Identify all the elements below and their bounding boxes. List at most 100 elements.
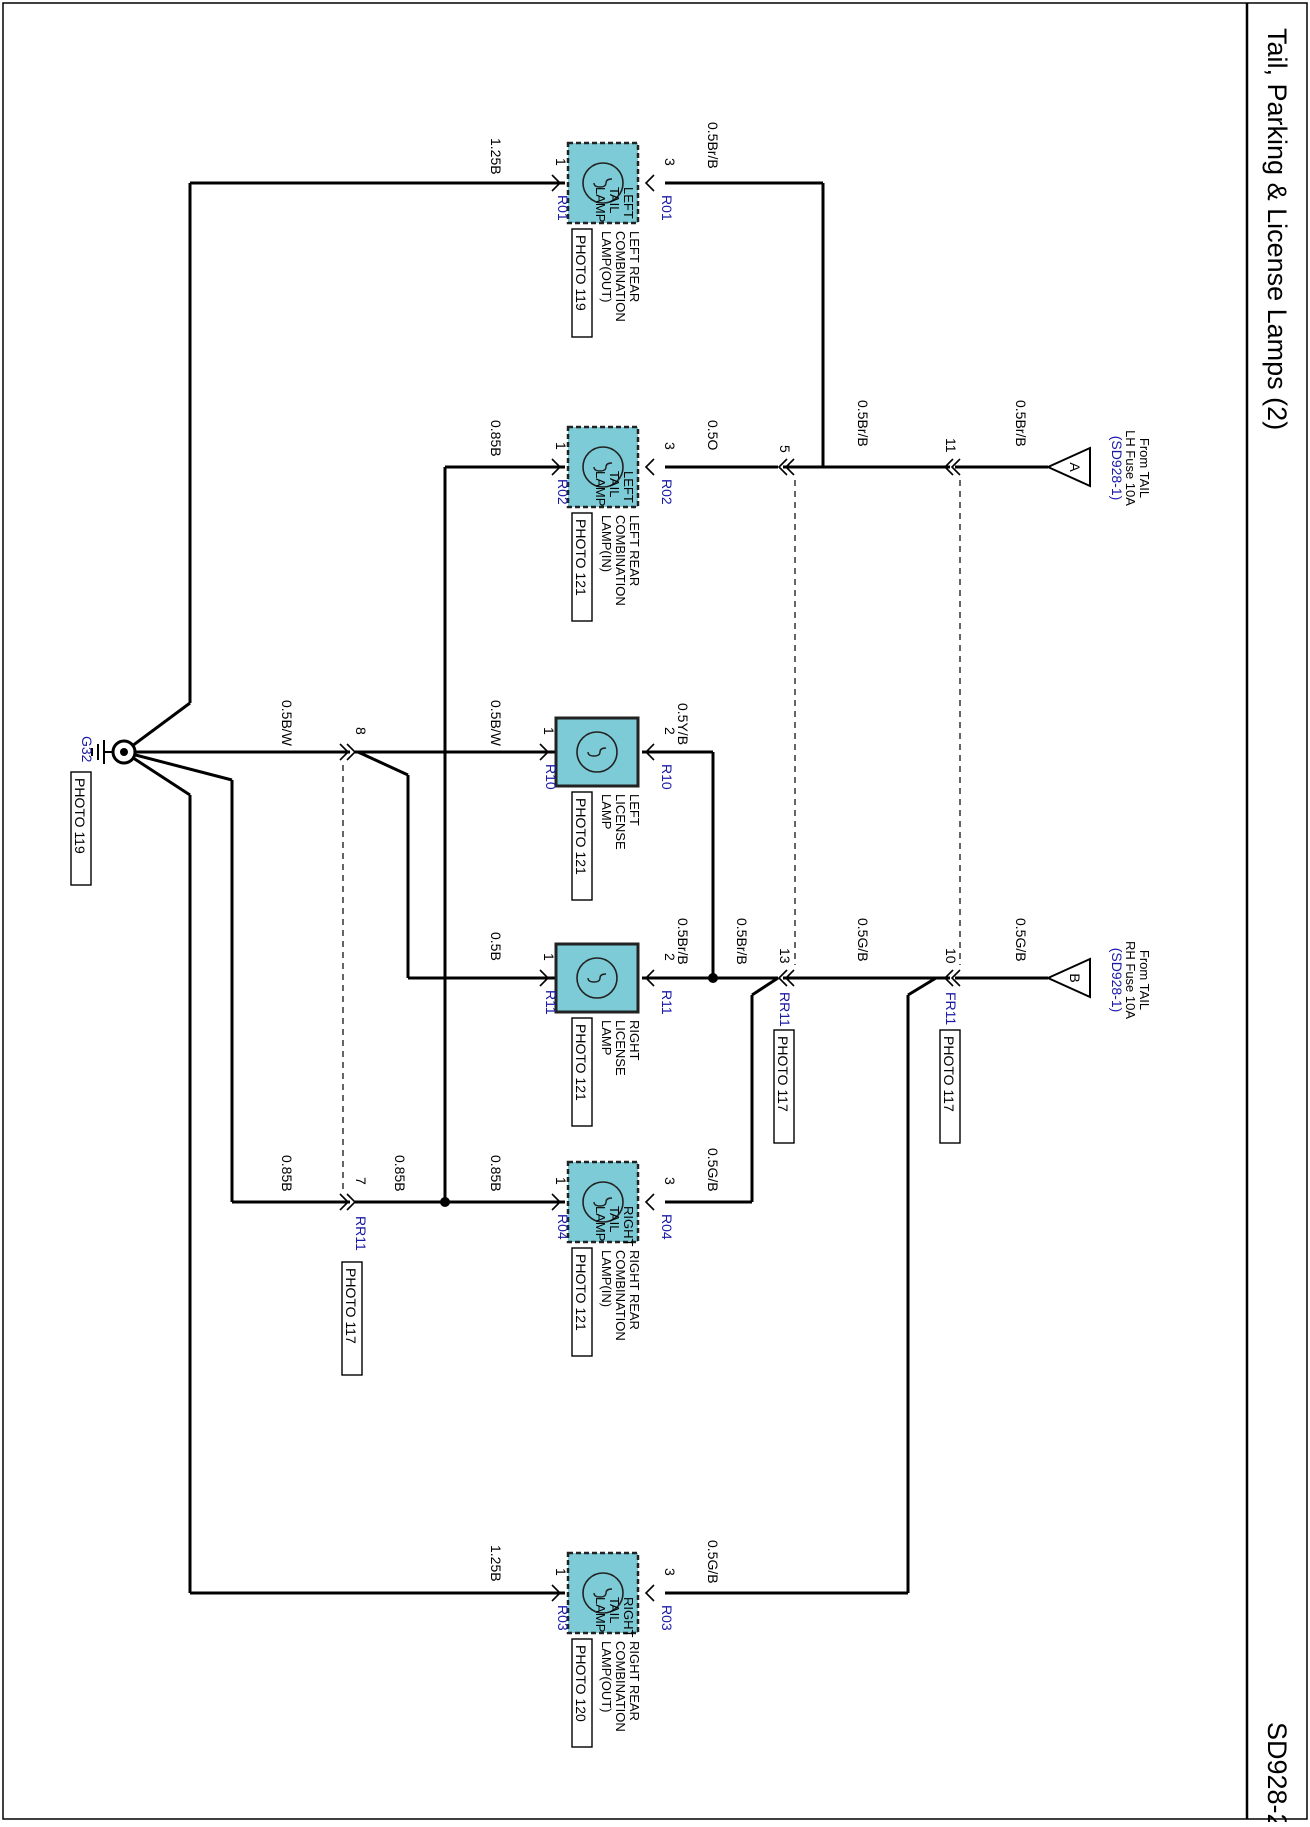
wire-r11-ground-diag — [357, 750, 409, 777]
source-b-line2: RH Fuse 10A — [1123, 941, 1138, 1019]
wire-label-r04-pin3: 0.5G/B — [705, 1148, 721, 1192]
lamp-name-line: LEFT REAR — [627, 515, 642, 586]
wire-label-r11-pin1: 0.5B — [488, 932, 504, 961]
photo-box[interactable] — [571, 228, 593, 338]
bulb-icon — [582, 162, 624, 204]
photo-label: PHOTO 121 — [573, 1254, 589, 1331]
photo-rr11-lower[interactable]: PHOTO 117 — [341, 1261, 363, 1376]
source-a-ref[interactable]: (SD928-1) — [1109, 436, 1125, 501]
lamp-body — [566, 1551, 640, 1635]
source-b-ref[interactable]: (SD928-1) — [1109, 948, 1125, 1013]
pin-left-number: 1 — [541, 727, 557, 735]
wire-label-a-in: 0.5Br/B — [1013, 400, 1029, 447]
pin-right-number: 2 — [662, 953, 678, 961]
ground-g32: G32 PHOTO 119 — [70, 736, 137, 886]
connector-label-right: R11 — [659, 990, 675, 1015]
wire-r03-ground-diag — [123, 750, 191, 797]
pin-right-number: 3 — [662, 158, 678, 166]
wire-label-b-out: 0.5G/B — [855, 918, 871, 962]
pin-right-chevron — [644, 458, 655, 476]
lamp-name-line: LICENSE — [613, 1020, 628, 1076]
wire-r01-ground-diag — [123, 701, 191, 754]
lamp-inner-text: LAMP — [593, 187, 608, 222]
wire-label-gnd-b: 0.85B — [279, 1155, 295, 1192]
svg-text:PHOTO 117: PHOTO 117 — [343, 1268, 359, 1344]
wire-label-r01-pin3: 0.5Br/B — [705, 122, 721, 169]
pin-right-number: 3 — [662, 442, 678, 450]
wire-ground-b-diag — [123, 750, 233, 782]
wire-label-r02-pin1: 0.85B — [488, 420, 504, 457]
lamp-name-line: LICENSE — [613, 794, 628, 850]
wire-label-gnd-bw: 0.5B/W — [279, 700, 295, 747]
connector-label-left: R11 — [543, 990, 559, 1015]
wire-label-r01-pin1: 1.25B — [488, 138, 504, 175]
bulb-icon — [582, 446, 624, 488]
connector-rr11-pin13[interactable]: 13 RR11 — [777, 948, 795, 1027]
lamp-name-line: LAMP(IN) — [599, 1250, 614, 1307]
wire-rr11-13-branch — [751, 976, 779, 997]
pin-right-chevron — [644, 743, 655, 761]
lamp-inner-text: RIGHT — [621, 1597, 636, 1638]
lamp-name-line: LAMP(IN) — [599, 515, 614, 572]
pin-right-chevron — [644, 174, 655, 192]
photo-box[interactable] — [571, 1017, 593, 1127]
pin-left-chevron — [551, 1584, 562, 1602]
pin-right-chevron — [644, 969, 655, 987]
photo-box[interactable] — [571, 512, 593, 622]
bulb-icon — [582, 1572, 624, 1614]
connector-rr11-pin8[interactable]: 8 — [339, 727, 369, 761]
lamp-body — [566, 425, 640, 509]
photo-rr11-upper[interactable]: PHOTO 117 — [773, 1029, 795, 1144]
inline-connectors: 11 10 FR11 5 13 RR11 8 7 RR11 — [339, 438, 961, 1251]
wire-label-b-in: 0.5G/B — [1013, 918, 1029, 962]
source-a-triangle — [1045, 446, 1091, 488]
photo-box[interactable] — [571, 791, 593, 901]
source-b-line1: From TAIL — [1137, 950, 1152, 1010]
ground-name[interactable]: G32 — [79, 736, 95, 763]
source-a-letter: A — [1067, 462, 1083, 472]
source-b-letter: B — [1067, 973, 1083, 982]
photo-box[interactable] — [571, 1638, 593, 1748]
pin-left-number: 1 — [553, 1568, 569, 1576]
lamp-name-line: RIGHT — [627, 1020, 642, 1061]
connector-label-left: R02 — [555, 479, 571, 505]
svg-text:8: 8 — [353, 727, 369, 735]
bulb-icon — [576, 731, 618, 773]
connector-rr11-pin7[interactable]: 7 RR11 — [339, 1177, 369, 1251]
source-a-line2: LH Fuse 10A — [1123, 430, 1138, 506]
wire-label-r04-pin1: 0.85B — [488, 1155, 504, 1192]
pin-left-chevron — [551, 458, 562, 476]
page-title: Tail, Parking & License Lamps (2) — [1262, 28, 1292, 430]
lamp-name-line: LAMP — [599, 794, 614, 829]
pin-left-chevron — [539, 743, 550, 761]
connector-fr11-pin11[interactable]: 11 — [943, 438, 961, 476]
pin-left-number: 1 — [553, 442, 569, 450]
pin-right-chevron — [644, 1193, 655, 1211]
lamp-body — [566, 1160, 640, 1244]
connector-rr11-pin5[interactable]: 5 — [777, 445, 795, 476]
lamp-inner-text: LAMP — [593, 1597, 608, 1632]
pin-right-number: 2 — [662, 727, 678, 735]
photo-box[interactable] — [571, 1247, 593, 1357]
connector-label-left: R10 — [543, 764, 559, 790]
splice-dot-ground — [440, 1197, 450, 1207]
lamp-inner-text: TAIL — [607, 187, 622, 214]
wire-label-r10-pin1: 0.5B/W — [488, 700, 504, 747]
photo-fr11[interactable]: PHOTO 117 — [939, 1029, 961, 1144]
svg-text:RR11: RR11 — [353, 1216, 369, 1251]
photo-ground[interactable] — [70, 771, 92, 886]
wire-labels: 0.5Br/B 0.5Br/B 0.5Br/B 0.5O 0.5G/B 0.5G… — [279, 122, 1029, 1584]
lamp-body — [554, 716, 640, 788]
connector-fr11-pin10[interactable]: 10 FR11 — [943, 948, 961, 1025]
lamp-name-line: RIGHT REAR — [627, 1641, 642, 1721]
svg-text:PHOTO 119: PHOTO 119 — [72, 778, 88, 854]
svg-text:5: 5 — [777, 445, 793, 453]
